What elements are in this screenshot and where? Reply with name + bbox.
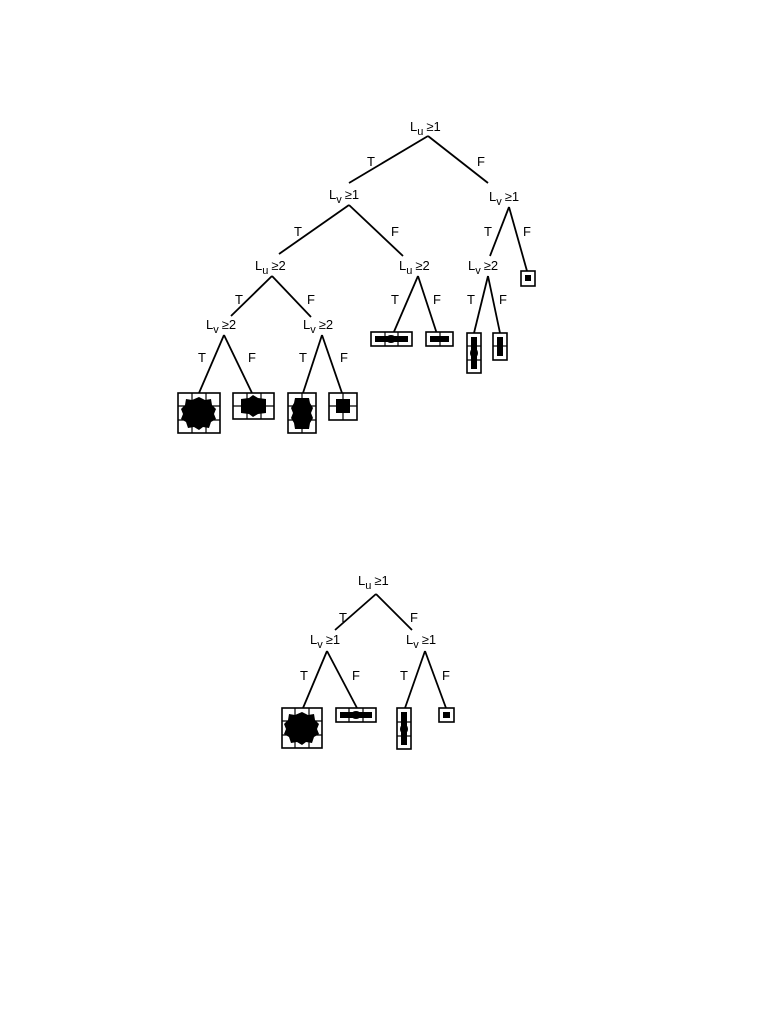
tree1-edge xyxy=(487,275,501,334)
edge-label-true: T xyxy=(467,292,475,307)
tree1-edges xyxy=(198,135,528,394)
tree2-r-label: Lv≥1 xyxy=(406,632,436,651)
edge-label-true: T xyxy=(198,350,206,365)
tree1-lr-label: Lu≥2 xyxy=(399,258,430,277)
edge-label-false: F xyxy=(433,292,441,307)
tree2-edge xyxy=(424,650,447,709)
edge-label-false: F xyxy=(352,668,360,683)
edge-label-true: T xyxy=(339,610,347,625)
leaf-bar-3-vertical-icon xyxy=(466,332,482,374)
leaf-single-pixel-icon xyxy=(438,707,455,723)
edge-label-true: T xyxy=(300,668,308,683)
leaf-grid-3x1-blob-icon xyxy=(232,392,275,420)
edge-label-false: F xyxy=(248,350,256,365)
tree1-edge xyxy=(321,334,343,394)
leaf-bar-2-vertical-icon xyxy=(492,332,508,361)
tree2-edge xyxy=(375,593,413,631)
edge-label-true: T xyxy=(294,224,302,239)
tree1-root-label: Lu≥1 xyxy=(410,119,441,138)
tree1-edge xyxy=(348,135,429,184)
tree2-edge xyxy=(334,593,377,631)
tree1-edge xyxy=(271,275,312,318)
edge-label-true: T xyxy=(367,154,375,169)
tree2-edges xyxy=(302,593,447,709)
edge-label-false: F xyxy=(410,610,418,625)
tree1-edge xyxy=(348,204,404,257)
tree2-edge xyxy=(404,650,426,709)
decision-tree-1: Lu≥1 Lv≥1 Lv≥1 Lu≥2 Lu≥2 Lv≥2 Lv≥2 Lv≥2 xyxy=(177,119,536,434)
tree1-edge xyxy=(427,135,489,184)
tree1-edge xyxy=(508,206,528,272)
tree2-edge xyxy=(326,650,358,709)
tree1-edge-labels: T F T F T F T F T F T F T F T F xyxy=(198,154,531,365)
leaf-bar-3-vertical-icon xyxy=(396,707,412,750)
tree1-llr-label: Lv≥2 xyxy=(303,317,333,336)
tree2-l-label: Lv≥1 xyxy=(310,632,340,651)
tree1-edge xyxy=(489,206,510,257)
leaf-grid-2x2-square-icon xyxy=(328,392,358,421)
leaf-single-pixel-icon xyxy=(520,270,536,287)
edge-label-false: F xyxy=(307,292,315,307)
edge-label-false: F xyxy=(442,668,450,683)
tree1-ll-label: Lu≥2 xyxy=(255,258,286,277)
tree1-r-label: Lv≥1 xyxy=(489,189,519,208)
edge-label-true: T xyxy=(235,292,243,307)
edge-label-true: T xyxy=(299,350,307,365)
tree2-edge-labels: T F T F T F xyxy=(300,610,450,683)
tree2-edge xyxy=(302,650,328,709)
tree1-l-label: Lv≥1 xyxy=(329,187,359,206)
decision-tree-2: Lu≥1 Lv≥1 Lv≥1 T F T F T F xyxy=(281,573,455,750)
edge-label-false: F xyxy=(340,350,348,365)
edge-label-false: F xyxy=(499,292,507,307)
leaf-grid-2x3-blob-icon xyxy=(287,392,317,434)
leaf-bar-3-horizontal-icon xyxy=(370,331,413,347)
tree1-edge xyxy=(230,275,273,317)
tree1-edge xyxy=(417,275,438,335)
leaf-bar-3-horizontal-icon xyxy=(335,707,377,723)
tree1-lll-label: Lv≥2 xyxy=(206,317,236,336)
tree1-edge xyxy=(223,334,253,394)
edge-label-true: T xyxy=(484,224,492,239)
tree1-rl-label: Lv≥2 xyxy=(468,258,498,277)
edge-label-true: T xyxy=(391,292,399,307)
tree1-edge xyxy=(473,275,489,334)
edge-label-true: T xyxy=(400,668,408,683)
tree1-edge xyxy=(278,204,350,255)
tree1-edge xyxy=(302,334,323,394)
edge-label-false: F xyxy=(523,224,531,239)
edge-label-false: F xyxy=(477,154,485,169)
tree1-edge xyxy=(392,275,419,335)
leaf-grid-3x3-blob-icon xyxy=(177,392,221,434)
edge-label-false: F xyxy=(391,224,399,239)
tree1-edge xyxy=(198,334,225,394)
leaf-grid-3x3-blob-icon xyxy=(281,707,323,749)
tree2-root-label: Lu≥1 xyxy=(358,573,389,592)
leaf-bar-2-horizontal-icon xyxy=(425,331,454,347)
